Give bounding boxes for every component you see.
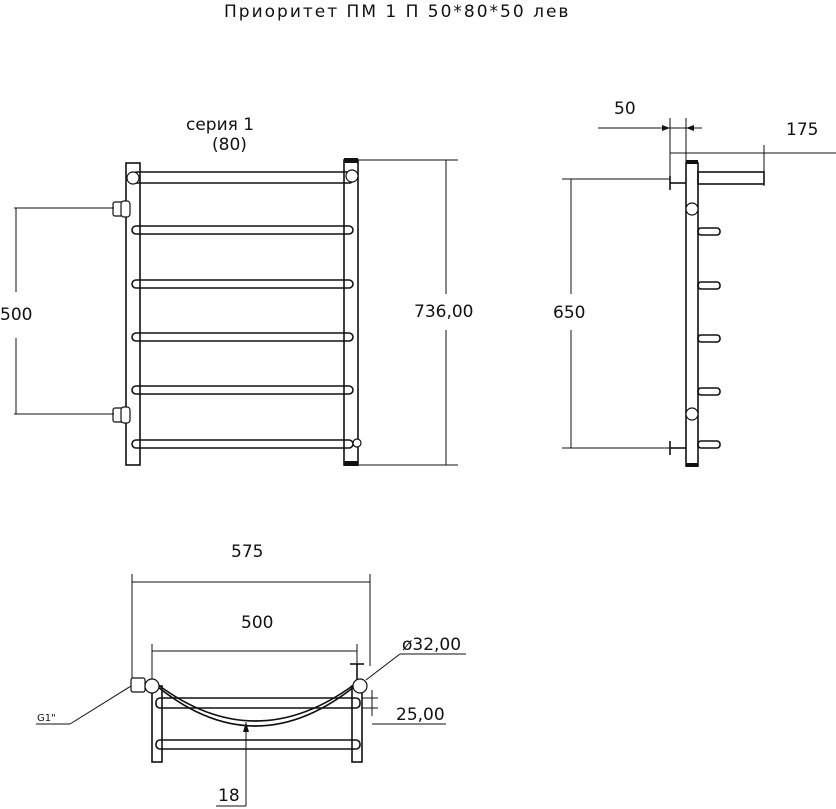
- rung-3: [131, 332, 354, 342]
- right-post-cap-bottom: [344, 461, 358, 466]
- dim-500-label: 500: [0, 305, 32, 325]
- series-label: серия 1: [186, 115, 254, 135]
- right-post-cap-top: [344, 158, 358, 163]
- front-view: серия 1 (80) 500 736,0: [0, 115, 473, 466]
- side-top-bar: [697, 171, 765, 185]
- dim-50-arrow-left: [662, 125, 670, 131]
- side-view: 650 50 175: [553, 99, 836, 467]
- side-mount-top: [685, 202, 699, 216]
- side-rung-3: [697, 334, 721, 343]
- thread-leader: [69, 685, 132, 725]
- series-sub-label: (80): [212, 135, 247, 155]
- dim-50-label: 50: [614, 99, 636, 119]
- top-bar: [131, 171, 355, 184]
- left-post: [125, 162, 141, 466]
- rung-2: [131, 279, 354, 289]
- thread-label: G1": [37, 713, 56, 724]
- dim-500b-label: 500: [241, 613, 273, 633]
- top-view: 575 500 ø32,00 25,00 18: [36, 542, 466, 807]
- side-post-cap-top: [686, 160, 698, 164]
- right-post: [343, 159, 359, 466]
- rung-4: [131, 385, 354, 395]
- side-post-cap-bottom: [686, 463, 698, 467]
- drawing-title: Приоритет ПМ 1 П 50*80*50 лев: [224, 2, 570, 22]
- dim-25-label: 25,00: [396, 705, 445, 725]
- right-fitting-knob: [352, 678, 368, 694]
- top-curve-inner: [156, 683, 356, 722]
- bottom-right-knob: [352, 438, 362, 448]
- side-rung-5: [697, 440, 721, 449]
- top-left-knob: [126, 171, 140, 185]
- dim-50-arrow-right: [686, 125, 694, 131]
- dim-575-label: 575: [231, 542, 263, 562]
- thread-fitting: [130, 677, 146, 693]
- top-front-bar: [155, 697, 361, 709]
- side-rung-4: [697, 387, 721, 396]
- dim-175-label: 175: [786, 120, 818, 140]
- dia-leader: [365, 653, 401, 681]
- side-rung-2: [697, 281, 721, 290]
- side-mount-bottom: [685, 407, 699, 421]
- dim-18-arrow: [243, 722, 249, 732]
- upper-inlet-nut: [120, 200, 131, 218]
- dim-diameter-label: ø32,00: [402, 635, 461, 655]
- left-fitting-knob: [144, 678, 160, 694]
- lower-inlet-nut: [120, 406, 131, 424]
- top-curve-outer: [151, 681, 361, 727]
- dim-650-label: 650: [553, 303, 585, 323]
- top-rear-bar: [155, 739, 361, 750]
- rung-1: [131, 225, 354, 235]
- rung-5: [131, 439, 354, 449]
- side-rung-1: [697, 227, 721, 236]
- dim-18-label: 18: [218, 786, 240, 806]
- dim-736-label: 736,00: [414, 302, 473, 322]
- top-right-knob: [345, 169, 359, 183]
